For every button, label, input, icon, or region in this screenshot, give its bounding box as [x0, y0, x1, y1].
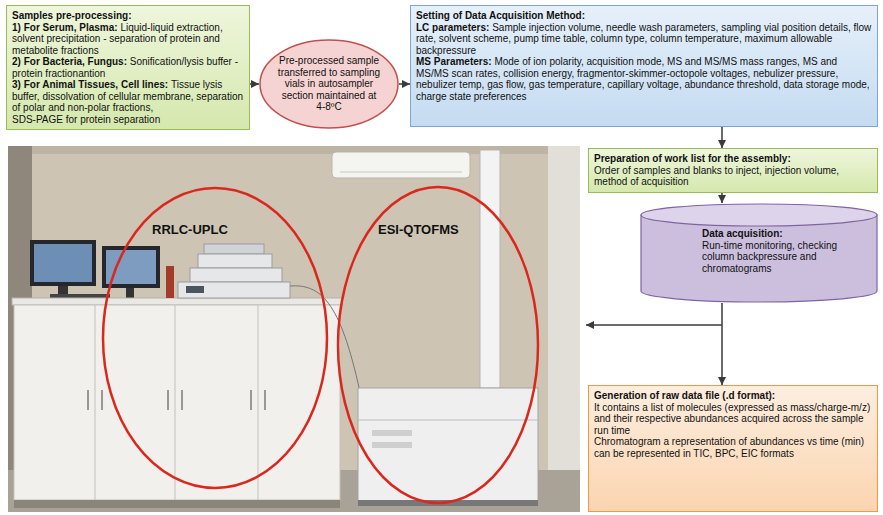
body-text: Run-time monitoring, checking column bac… — [702, 240, 837, 274]
monitor-stand — [126, 288, 134, 298]
cylinder-body — [641, 215, 877, 302]
process-box: Generation of raw data file (.d format):… — [588, 385, 878, 512]
heading-text: Preparation of work list for the assembl… — [594, 153, 791, 164]
ms-slot — [372, 442, 412, 448]
body-text: Chromatogram a representation of abundan… — [594, 436, 864, 459]
lc-display — [186, 286, 204, 293]
flow-arrow — [586, 324, 722, 326]
flow-arrow — [721, 303, 723, 385]
heading-text: 1) For Serum, Plasma: — [12, 22, 118, 33]
lc-module — [190, 268, 282, 282]
air-conditioner-vent — [340, 172, 462, 173]
flight-tube — [480, 150, 500, 388]
solvent-tray — [204, 244, 264, 254]
heading-text: 3) For Animal Tissues, Cell lines: — [12, 79, 168, 90]
highlight-ellipse — [103, 188, 327, 488]
heading-text: Samples pre-processing: — [12, 10, 131, 21]
tubing — [290, 286, 360, 392]
process-box: Setting of Data Acquisition Method:LC pa… — [410, 5, 878, 127]
heading-text: MS Parameters: — [416, 56, 492, 67]
body-text: Pre-processed sample transferred to samp… — [278, 55, 380, 112]
bench-top — [12, 298, 342, 305]
keyboard — [50, 294, 110, 298]
ellipse-shape — [260, 40, 398, 128]
flow-arrow — [250, 83, 259, 85]
monitor-screen — [34, 244, 92, 282]
monitor — [30, 240, 96, 286]
body-text: It contains a list of molecules (express… — [594, 402, 870, 436]
bench-cabinet — [14, 305, 340, 500]
monitor-screen — [106, 250, 156, 284]
photo-wall — [8, 146, 580, 512]
heading-text: Generation of raw data file (.d format): — [594, 390, 775, 401]
database-cylinder: Data acquisition:Run-time monitoring, ch… — [640, 203, 878, 303]
photo-window — [548, 146, 580, 512]
cabinet-base — [14, 500, 340, 508]
heading-text: LC parameters: — [416, 22, 489, 33]
air-conditioner — [332, 152, 470, 178]
instrument-label: RRLC-UPLC — [152, 222, 228, 237]
process-box: Samples pre-processing:1) For Serum, Pla… — [6, 5, 250, 130]
mass-spectrometer — [358, 388, 538, 502]
heading-text: Data acquisition: — [702, 228, 783, 239]
solvent-bottle — [166, 266, 174, 298]
heading-text: 2) For Bacteria, Fungus: — [12, 56, 127, 67]
instrument-label: ESI-QTOFMS — [378, 222, 459, 237]
heading-text: Setting of Data Acquisition Method: — [416, 10, 585, 21]
lc-module — [198, 254, 272, 268]
cylinder-top — [641, 204, 877, 226]
ms-panel-line — [358, 420, 538, 421]
process-box: Preparation of work list for the assembl… — [588, 148, 878, 193]
process-ellipse: Pre-processed sample transferred to samp… — [259, 39, 399, 129]
flow-arrow — [721, 193, 723, 203]
lc-module — [178, 282, 290, 298]
ms-slot — [372, 430, 412, 436]
body-text: Order of samples and blanks to inject, i… — [594, 165, 839, 188]
body-text: SDS-PAGE for protein separation — [12, 114, 160, 125]
flow-arrow — [399, 83, 410, 85]
highlight-ellipse — [338, 187, 538, 503]
flow-arrow — [721, 127, 723, 148]
cabinet-divider — [95, 305, 258, 500]
